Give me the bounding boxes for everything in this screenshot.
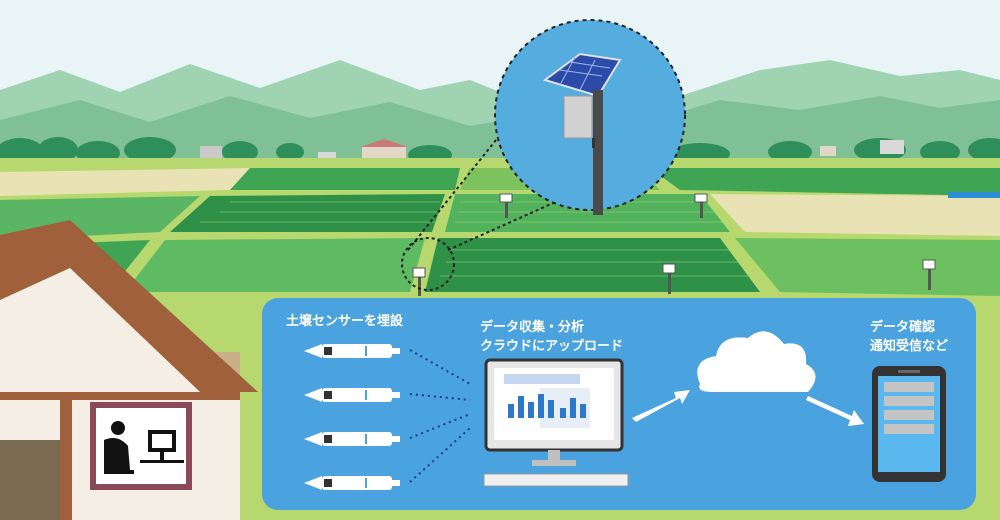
soil-sensor-icon (304, 388, 400, 402)
arrow-right-icon (632, 390, 690, 422)
water-channel (948, 192, 1000, 198)
arrow-right-icon (806, 396, 864, 426)
farm-house (0, 220, 258, 520)
bar-chart-icon (508, 394, 586, 418)
data-collection-label: データ収集・分析 (480, 320, 585, 335)
soil-sensor-group (304, 344, 400, 490)
computer-monitor-icon (483, 358, 629, 487)
sensor-zoom-callout (401, 19, 686, 291)
solar-sensor-closeup (542, 52, 622, 215)
data-check-label: データ確認 (870, 320, 936, 335)
sensor-data-links (409, 349, 471, 483)
field-sensors (412, 193, 936, 296)
field-sensor (694, 193, 708, 218)
sensor-burial-label: 土壌センサーを埋設 (286, 314, 404, 329)
cloud-icon (697, 331, 816, 392)
soil-sensor-icon (304, 432, 400, 446)
field-sensor (662, 263, 676, 294)
field-sensor (922, 259, 936, 290)
person-at-computer-icon (104, 421, 184, 474)
field-sensor (499, 193, 513, 218)
distant-buildings (200, 139, 904, 160)
field-sensor (412, 267, 426, 296)
flow-arrows (632, 390, 864, 426)
notification-label: 通知受信など (870, 339, 949, 354)
soil-sensor-icon (304, 344, 400, 358)
cloud-upload-label: クラウドにアップロード (480, 339, 624, 354)
soil-sensor-icon (304, 476, 400, 490)
smartphone-icon (872, 366, 946, 482)
